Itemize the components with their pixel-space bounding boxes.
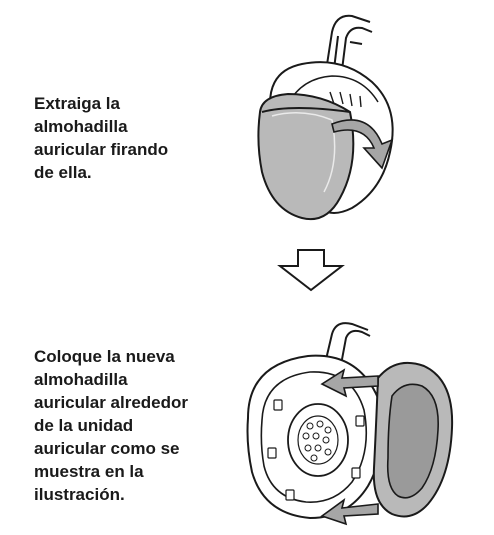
pull-arrow [331, 119, 394, 170]
step-1-instruction: Extraiga la almohadilla auricular firand… [34, 94, 169, 182]
step-2-illustration [246, 322, 454, 526]
headband [323, 322, 371, 371]
attach-arrow-top [320, 368, 379, 398]
attach-arrow-bottom [320, 498, 379, 526]
earcup-unit [246, 354, 384, 520]
step-2-instruction: Coloque la nueva almohadilla auricular a… [34, 347, 189, 504]
down-arrow-icon [277, 249, 345, 292]
speaker-driver [287, 403, 349, 477]
new-ear-pad [372, 362, 454, 518]
step-1-illustration [257, 14, 394, 220]
ear-pad-removed [257, 92, 355, 220]
